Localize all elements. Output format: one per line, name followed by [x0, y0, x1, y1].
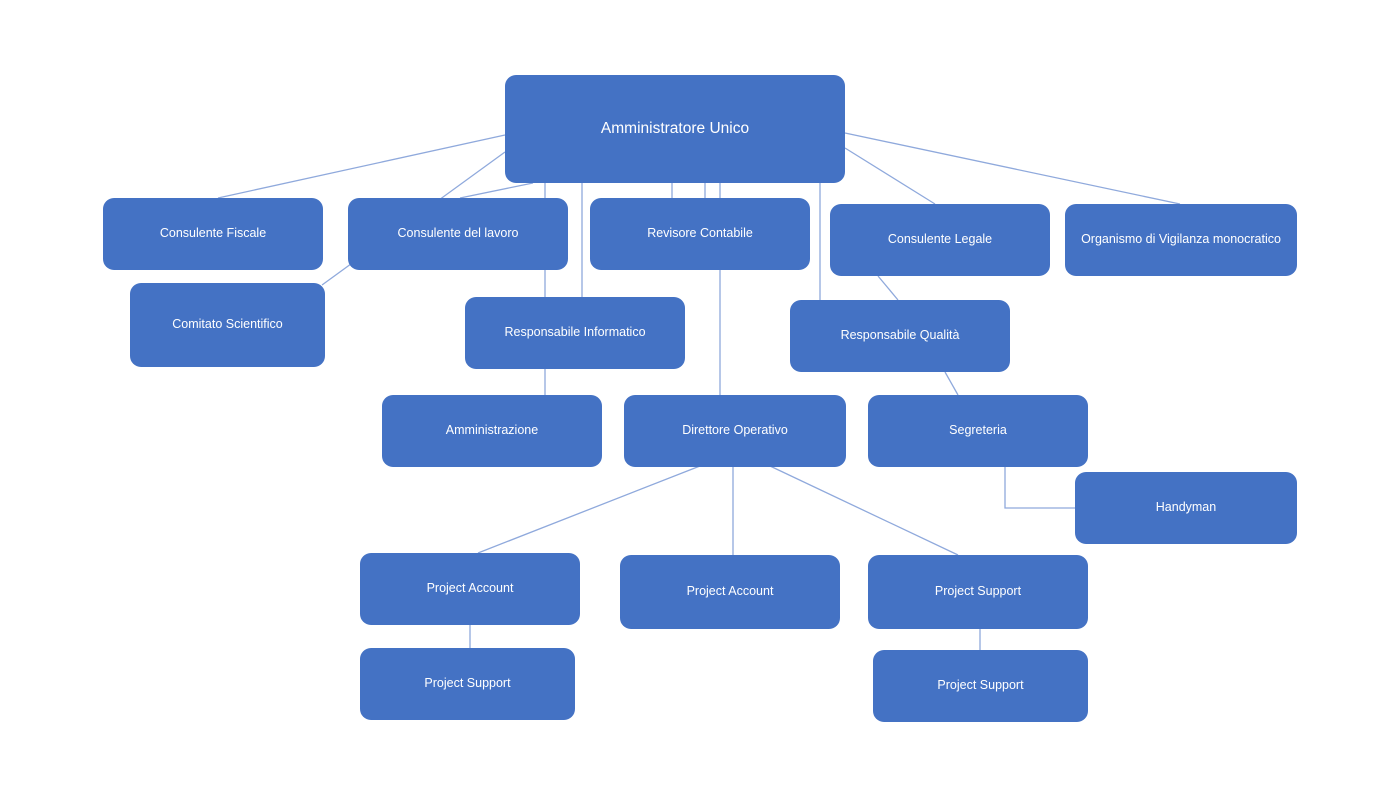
org-node-consulente-del-lavoro: Consulente del lavoro: [348, 198, 568, 270]
org-node-label: Direttore Operativo: [682, 423, 788, 438]
org-node-label: Project Support: [934, 584, 1022, 599]
org-node-project-account-2: Project Account: [620, 555, 840, 629]
org-node-project-support-1: Project Support: [868, 555, 1088, 629]
org-node-project-support-3: Project Support: [873, 650, 1088, 722]
org-node-responsabile-informatico: Responsabile Informatico: [465, 297, 685, 369]
org-node-handyman: Handyman: [1075, 472, 1297, 544]
org-node-segreteria: Segreteria: [868, 395, 1088, 467]
org-node-label: Revisore Contabile: [647, 226, 753, 241]
org-node-label: Consulente Fiscale: [159, 226, 267, 241]
org-node-comitato-scientifico: Comitato Scientifico: [130, 283, 325, 367]
org-node-label: Consulente Legale: [887, 232, 993, 247]
org-node-consulente-fiscale: Consulente Fiscale: [103, 198, 323, 270]
org-node-label: Responsabile Informatico: [504, 325, 646, 340]
org-node-direttore-operativo: Direttore Operativo: [624, 395, 846, 467]
org-node-label: Project Account: [426, 581, 514, 596]
org-node-label: Responsabile Qualità: [840, 328, 960, 343]
org-node-amministratore-unico: Amministratore Unico: [505, 75, 845, 183]
org-node-project-account-1: Project Account: [360, 553, 580, 625]
org-node-label: Organismo di Vigilanza monocratico: [1081, 232, 1281, 247]
org-node-label: Amministratore Unico: [600, 120, 750, 138]
org-node-label: Consulente del lavoro: [397, 226, 519, 241]
org-node-label: Amministrazione: [445, 423, 539, 438]
org-node-revisore-contabile: Revisore Contabile: [590, 198, 810, 270]
org-node-label: Segreteria: [949, 423, 1007, 438]
org-node-consulente-legale: Consulente Legale: [830, 204, 1050, 276]
org-node-organismo-di-vigilanza: Organismo di Vigilanza monocratico: [1065, 204, 1297, 276]
org-node-label: Project Support: [424, 676, 511, 691]
org-node-amministrazione: Amministrazione: [382, 395, 602, 467]
org-node-label: Handyman: [1155, 500, 1217, 515]
org-node-label: Comitato Scientifico: [172, 317, 283, 332]
org-node-label: Project Account: [686, 584, 774, 599]
org-node-responsabile-qualita: Responsabile Qualità: [790, 300, 1010, 372]
org-node-project-support-2: Project Support: [360, 648, 575, 720]
org-node-label: Project Support: [937, 678, 1024, 693]
